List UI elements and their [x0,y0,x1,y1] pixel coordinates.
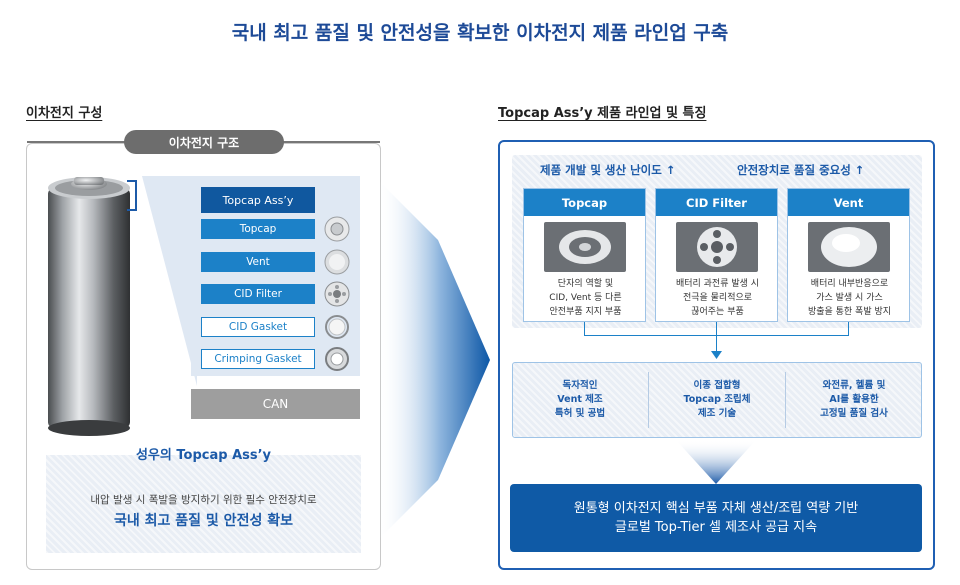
structure-connector [142,176,197,386]
down-arrow-icon [676,440,756,484]
flow-arrow-icon [378,180,490,540]
card-topcap-title: Topcap [524,189,645,216]
right-section-title: Topcap Ass’y 제품 라인업 및 특징 [498,106,707,121]
sungwoo-panel [46,455,361,553]
topcap-part-icon [324,216,350,242]
cid-filter-photo [676,222,758,272]
part-crimping-gasket: Crimping Gasket [201,349,315,369]
part-vent: Vent [201,252,315,272]
connector-arrowhead-icon [711,351,722,359]
connector-topcap [584,322,585,336]
part-cid-filter: CID Filter [201,284,315,304]
part-cid-gasket: CID Gasket [201,317,315,337]
conclusion-line-1: 원통형 이차전지 핵심 부품 자체 생산/조립 역량 기반 [573,501,859,516]
sungwoo-subtitle: 내압 발생 시 폭발을 방지하기 위한 필수 안전장치로 [90,494,317,506]
part-topcap: Topcap [201,219,315,239]
crimping-gasket-part-icon [325,347,349,371]
left-section-title: 이차전지 구성 [26,106,103,121]
quality-header: 안전장치로 품질 중요성 ↑ [737,163,865,177]
connector-cid [716,322,717,336]
battery-illustration [48,177,130,436]
vent-photo [808,222,890,272]
pill-line-right [282,141,380,143]
page-title: 국내 최고 품질 및 안전성을 확보한 이차전지 제품 라인업 구축 [231,22,729,44]
features-panel [512,362,922,438]
sungwoo-headline: 국내 최고 품질 및 안전성 확보 [114,513,293,529]
part-topcap-assy: Topcap Ass’y [201,187,315,213]
topcap-photo [544,222,626,272]
vent-part-icon [324,249,350,275]
conclusion-banner: 원통형 이차전지 핵심 부품 자체 생산/조립 역량 기반 글로벌 Top-Ti… [510,484,922,552]
sungwoo-title: 성우의 Topcap Ass’y [135,448,272,463]
feature-divider-1 [648,372,649,428]
cid-gasket-part-icon [325,315,349,339]
feature-divider-2 [785,372,786,428]
card-cid-filter-title: CID Filter [656,189,777,216]
pill-line-left [27,141,127,143]
cid-filter-part-icon [324,281,350,307]
structure-pill: 이차전지 구조 [124,130,284,154]
bracket-marker [127,180,137,211]
can-label: CAN [191,389,360,419]
card-vent-title: Vent [788,189,909,216]
connector-down [716,335,717,353]
difficulty-header: 제품 개발 및 생산 난이도 ↑ [540,163,676,177]
connector-vent [848,322,849,336]
conclusion-line-2: 글로벌 Top-Tier 셀 제조사 공급 지속 [614,520,818,535]
